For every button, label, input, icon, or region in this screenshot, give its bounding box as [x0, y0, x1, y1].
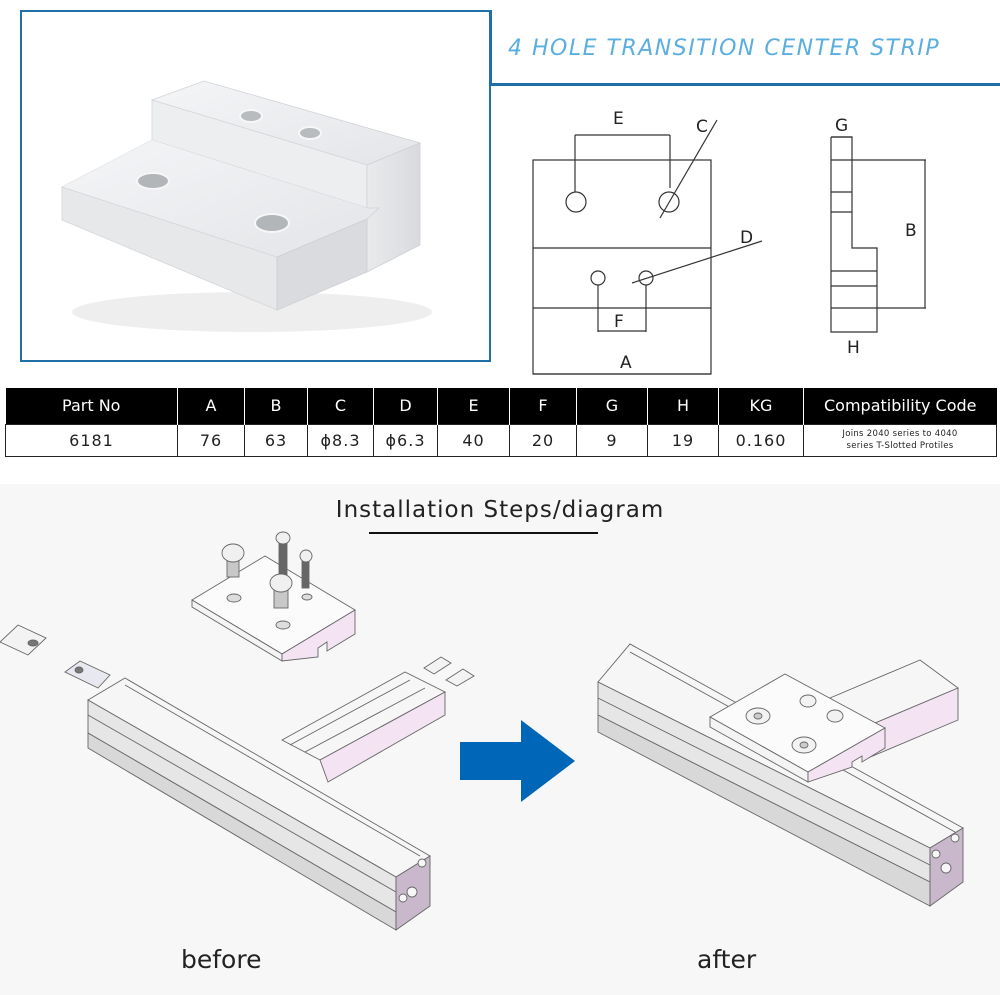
dim-label-b: B — [905, 221, 917, 241]
header-c: C — [307, 388, 374, 424]
spec-table-header-row: Part No A B C D E F G H KG Compatibility… — [5, 388, 997, 424]
header-f: F — [509, 388, 577, 424]
table-row: 6181 76 63 ϕ8.3 ϕ6.3 40 20 9 19 0.160 Jo… — [5, 423, 997, 457]
title-frame-line — [490, 10, 492, 84]
header-b: B — [244, 388, 308, 424]
before-caption: before — [181, 945, 262, 974]
cell-part-no: 6181 — [5, 423, 178, 457]
cell-h: 19 — [647, 423, 719, 457]
header-kg: KG — [718, 388, 804, 424]
cell-c: ϕ8.3 — [307, 423, 374, 457]
cell-d: ϕ6.3 — [373, 423, 438, 457]
product-photo — [60, 80, 432, 332]
header-g: G — [576, 388, 648, 424]
cell-e: 40 — [437, 423, 510, 457]
cell-b: 63 — [244, 423, 308, 457]
compat-line-2: series T-Slotted Protiles — [846, 441, 954, 451]
installation-title-underline — [369, 532, 598, 534]
dim-label-f: F — [614, 312, 624, 332]
after-illustration — [597, 643, 964, 907]
product-photo-frame — [20, 10, 491, 362]
cell-f: 20 — [509, 423, 577, 457]
before-illustration — [0, 531, 475, 931]
installation-title: Installation Steps/diagram — [335, 497, 665, 523]
dim-label-d: D — [740, 228, 753, 248]
dim-label-g: G — [835, 116, 848, 136]
cell-g: 9 — [576, 423, 648, 457]
title-underline — [490, 83, 1000, 86]
dim-label-e: E — [613, 109, 624, 129]
page-title: 4 HOLE TRANSITION CENTER STRIP — [508, 36, 941, 61]
header-part-no: Part No — [5, 388, 178, 424]
cell-a: 76 — [177, 423, 245, 457]
arrow-right-icon — [460, 720, 575, 802]
compat-line-1: Joins 2040 series to 4040 — [842, 429, 958, 439]
dim-label-a: A — [620, 353, 632, 373]
header-d: D — [373, 388, 438, 424]
side-view-drawing: G B H — [830, 116, 926, 358]
dim-label-c: C — [696, 117, 708, 137]
after-caption: after — [697, 945, 757, 974]
header-a: A — [177, 388, 245, 424]
spec-table: Part No A B C D E F G H KG Compatibility… — [5, 388, 997, 457]
header-e: E — [437, 388, 510, 424]
front-view-drawing: E C D F A — [532, 109, 763, 375]
header-compatibility-code: Compatibility Code — [803, 388, 997, 424]
header-h: H — [647, 388, 719, 424]
dim-label-h: H — [847, 338, 860, 358]
cell-kg: 0.160 — [718, 423, 804, 457]
cell-compatibility-code: Joins 2040 series to 4040 series T-Slott… — [803, 423, 997, 457]
